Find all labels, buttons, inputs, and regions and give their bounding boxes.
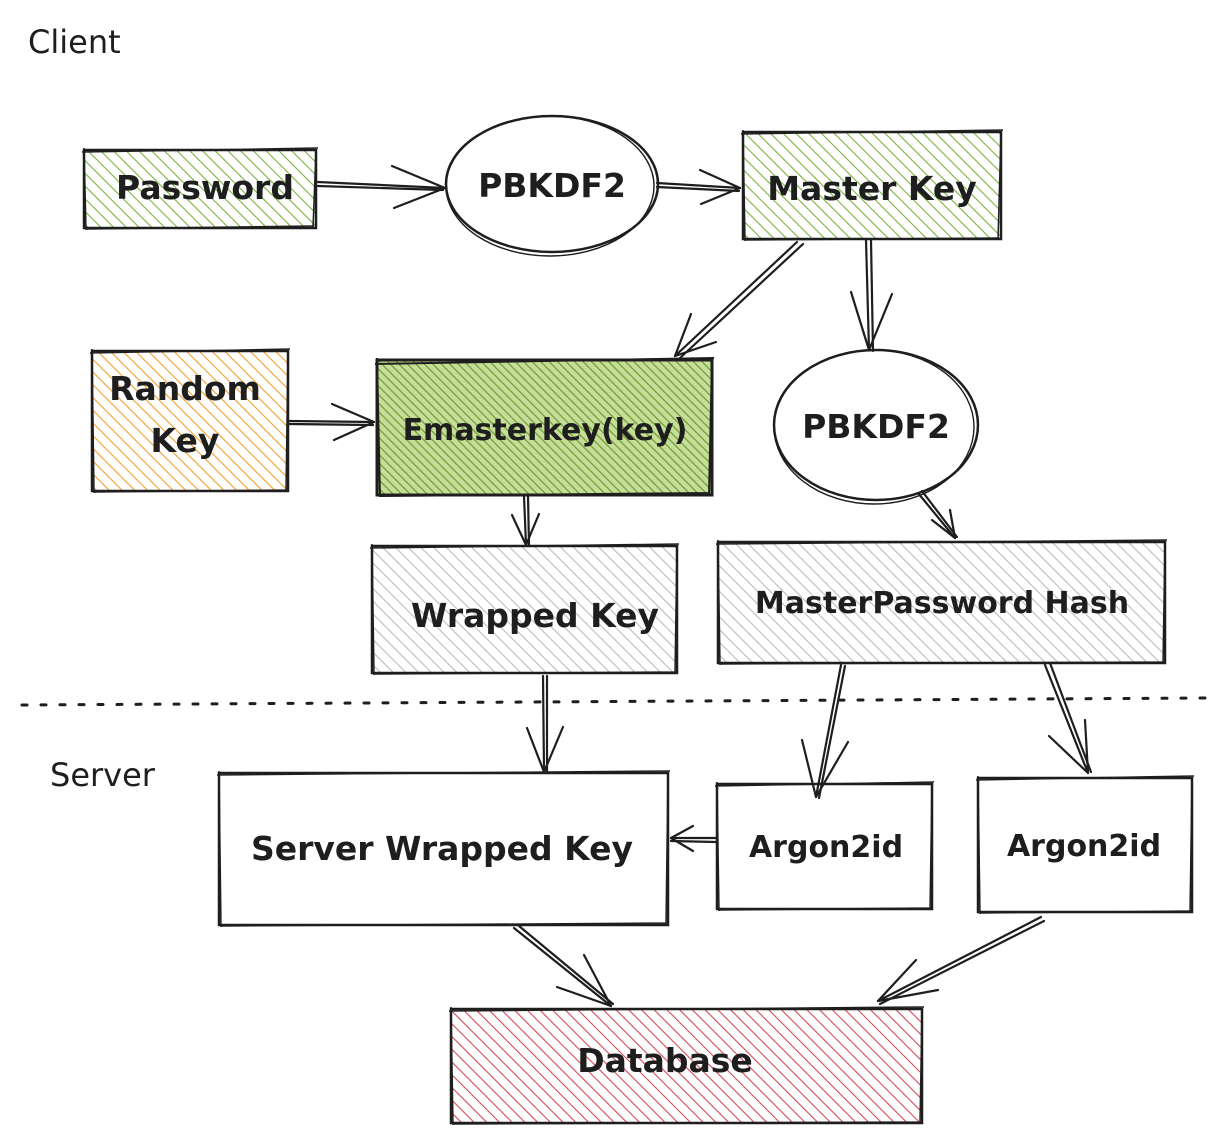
client-section-label: Client [28, 23, 121, 61]
master-password-hash-label: MasterPassword Hash [755, 586, 1129, 621]
edge-master-key-to-emasterkey [673, 240, 805, 360]
emasterkey-label: Emasterkey(key) [403, 413, 688, 448]
edge-server-wrapped-key-to-database [512, 924, 615, 1008]
edge-hash-to-argon2id-right [1043, 661, 1093, 775]
password-label: Password [116, 168, 294, 207]
random-key-label-line2: Key [151, 421, 220, 460]
pbkdf2-right-label: PBKDF2 [802, 407, 950, 446]
random-key-label-line1: Random [109, 369, 261, 408]
edge-master-key-to-pbkdf2 [849, 238, 894, 353]
client-server-separator [20, 696, 1207, 707]
random-key-node: Random Key [89, 348, 291, 494]
argon2id-left-node: Argon2id [714, 781, 935, 912]
server-wrapped-key-node: Server Wrapped Key [216, 770, 671, 928]
wrapped-key-node: Wrapped Key [369, 543, 680, 676]
pbkdf2-right-node: PBKDF2 [772, 348, 980, 505]
edge-emasterkey-to-wrapped-key [510, 494, 541, 547]
argon2id-right-label: Argon2id [1007, 829, 1161, 864]
pbkdf2-top-node: PBKDF2 [444, 114, 660, 257]
pbkdf2-top-label: PBKDF2 [478, 166, 626, 205]
master-key-node: Master Key [740, 129, 1004, 242]
edge-argon2id-to-server-wrapped-key [669, 824, 718, 853]
server-wrapped-key-label: Server Wrapped Key [251, 829, 633, 868]
emasterkey-node: Emasterkey(key) [374, 357, 715, 498]
argon2id-left-label: Argon2id [749, 830, 903, 865]
master-key-label: Master Key [767, 169, 977, 208]
edge-hash-to-argon2id-left [800, 663, 850, 800]
edge-random-key-to-emasterkey [287, 402, 376, 442]
edge-password-to-pbkdf2 [316, 164, 447, 210]
argon2id-right-node: Argon2id [975, 775, 1195, 915]
edge-pbkdf2-to-master-key [655, 168, 742, 206]
password-node: Password [81, 147, 319, 231]
edge-argon2id-right-to-database [876, 915, 1046, 1006]
master-password-hash-node: MasterPassword Hash [715, 539, 1168, 666]
edge-pbkdf2-to-master-password-hash [916, 489, 959, 540]
database-label: Database [577, 1041, 753, 1080]
database-node: Database [448, 1006, 925, 1126]
edge-wrapped-key-to-server-wrapped-key [525, 674, 565, 774]
server-section-label: Server [50, 756, 156, 794]
wrapped-key-label: Wrapped Key [411, 596, 659, 635]
